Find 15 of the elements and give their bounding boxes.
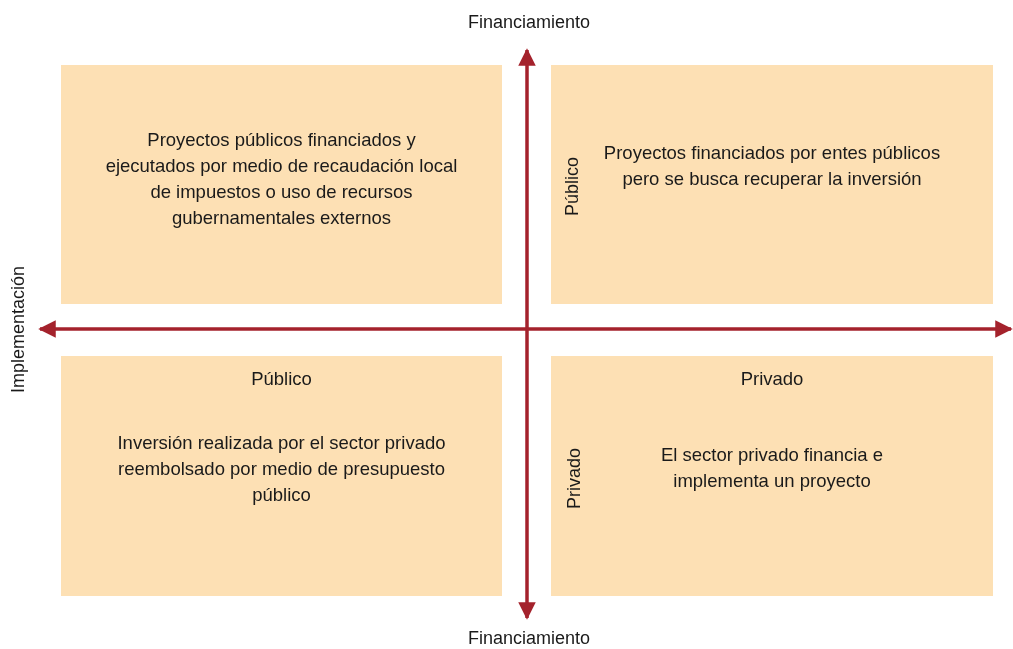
- description-text: Proyectos financiados por entes públicos pero se busca recuperar la inversión: [602, 141, 942, 191]
- axis-label: Público: [561, 156, 583, 216]
- quadrant-box: [61, 65, 502, 304]
- axis-label: Financiamiento: [468, 11, 591, 33]
- description-text: El sector privado financia e implementa un proyecto: [659, 443, 885, 493]
- heading-text: Público: [250, 367, 313, 391]
- axis-label: Financiamiento: [468, 627, 591, 649]
- description-text: Inversión realizada por el sector privado reembolsado por medio de presupuesto público: [116, 431, 447, 507]
- axis-label: Implementación: [7, 265, 29, 393]
- quadrant-box: [61, 356, 502, 596]
- quadrant-box: [551, 65, 993, 304]
- description-text: Proyectos públicos financiados y ejecutados por medio de recaudación local de impuestos o uso de recursos gubernamentales externos: [104, 128, 459, 230]
- heading-text: Privado: [739, 367, 805, 391]
- quadrant-box: [551, 356, 993, 596]
- axis-label: Privado: [563, 447, 585, 509]
